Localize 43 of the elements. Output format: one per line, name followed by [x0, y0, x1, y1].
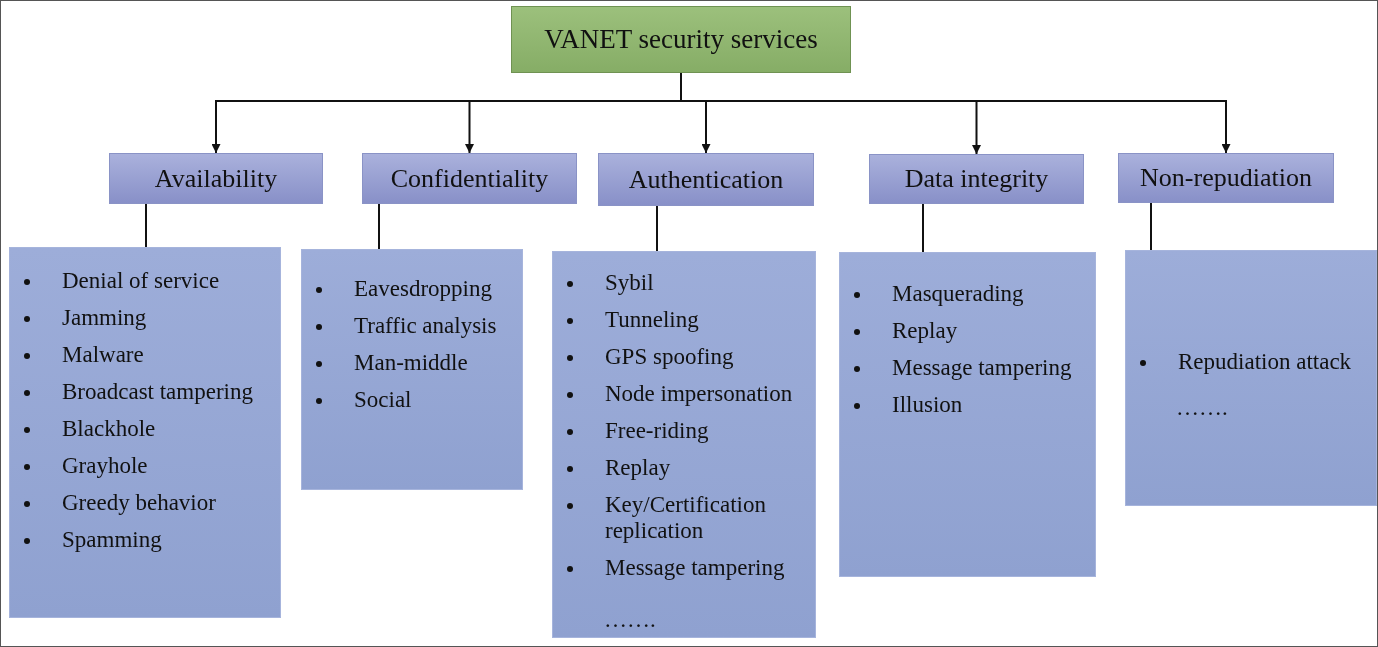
category-box: Confidentiality [362, 153, 577, 204]
ellipsis-text: ……. [1176, 395, 1228, 421]
list-item: Malware [62, 342, 144, 368]
list-item: Free-riding [605, 418, 709, 444]
connector-line [656, 205, 658, 252]
list-item: Replay [892, 318, 958, 344]
connector-line [378, 203, 380, 250]
list-item: Message tampering [605, 555, 785, 581]
connector-line [145, 203, 147, 248]
list-item: Grayhole [62, 453, 148, 479]
category-box: Data integrity [869, 154, 1084, 204]
list-item: Greedy behavior [62, 490, 216, 516]
category-box: Non-repudiation [1118, 153, 1334, 203]
list-item: Masquerading [892, 281, 1024, 307]
list-item: Node impersonation [605, 381, 793, 407]
list-item: GPS spoofing [605, 344, 734, 370]
attack-list-box [9, 247, 281, 618]
attack-list-box [1125, 250, 1377, 506]
ellipsis-text: ……. [604, 607, 656, 633]
list-item: Man-middle [354, 350, 468, 376]
list-item: Traffic analysis [354, 313, 497, 339]
list-item: Spamming [62, 527, 162, 553]
list-item: Sybil [605, 270, 654, 296]
list-item: Broadcast tampering [62, 379, 253, 405]
list-item: Jamming [62, 305, 147, 331]
list-item: Social [354, 387, 412, 413]
connector-line [1150, 202, 1152, 251]
list-item: Message tampering [892, 355, 1072, 381]
list-item: Blackhole [62, 416, 156, 442]
category-box: Authentication [598, 153, 814, 206]
connector-line [922, 203, 924, 253]
list-item: Denial of service [62, 268, 220, 294]
list-item: Eavesdropping [354, 276, 492, 302]
list-item: Replay [605, 455, 671, 481]
attack-list-box [552, 251, 816, 638]
category-box: Availability [109, 153, 323, 204]
title-box: VANET security services [511, 6, 851, 73]
list-item: Tunneling [605, 307, 699, 333]
list-item: Illusion [892, 392, 963, 418]
attack-list-box [301, 249, 523, 490]
list-item: Key/Certification replication [605, 492, 767, 544]
list-item: Repudiation attack [1178, 349, 1352, 375]
attack-list-box [839, 252, 1096, 577]
